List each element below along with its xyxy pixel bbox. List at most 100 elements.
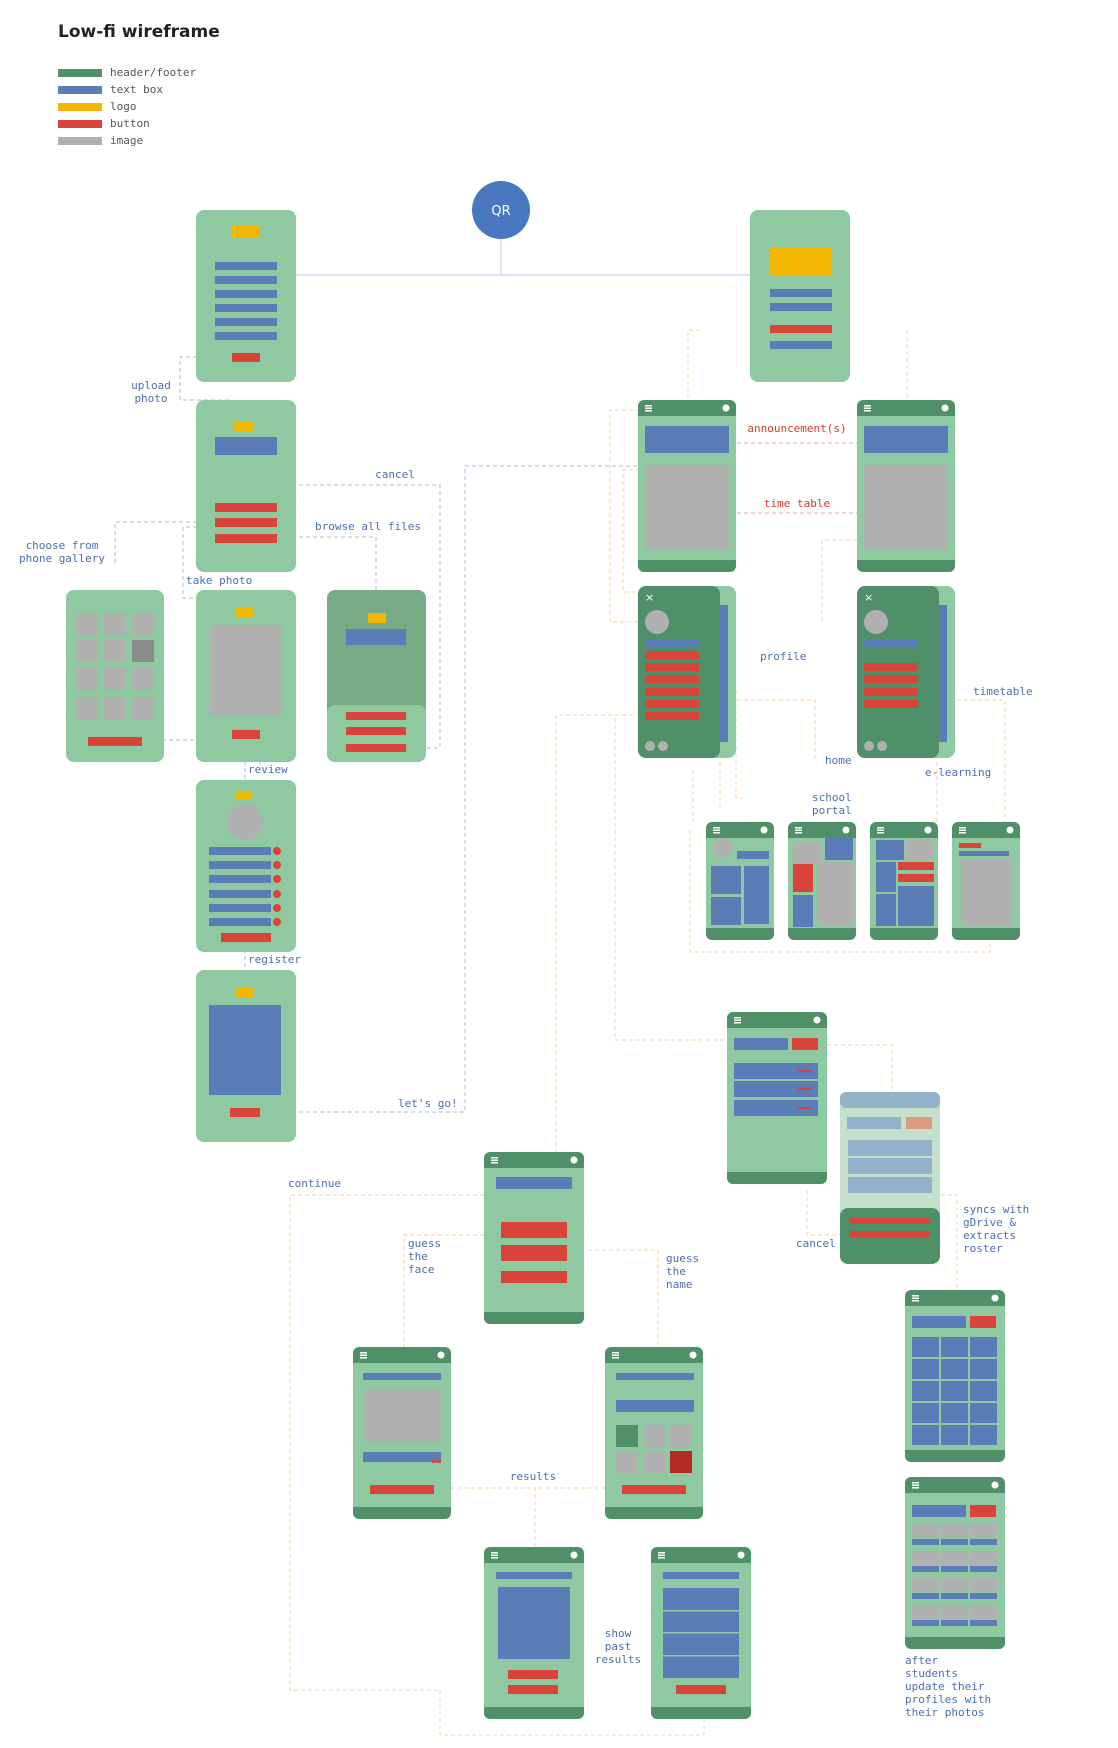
image-thumb bbox=[76, 697, 98, 719]
text-box bbox=[770, 303, 832, 311]
connector-line bbox=[806, 1190, 840, 1236]
text-box bbox=[209, 1005, 281, 1095]
text-box bbox=[711, 866, 741, 894]
flow-label-line: time table bbox=[764, 497, 830, 510]
announcement-box bbox=[645, 426, 729, 453]
grid-cell bbox=[912, 1605, 939, 1619]
menu-icon bbox=[491, 1552, 498, 1554]
image-thumb bbox=[104, 640, 126, 662]
button bbox=[346, 744, 406, 752]
header-bar bbox=[905, 1485, 1005, 1493]
screen-home bbox=[788, 822, 856, 940]
avatar bbox=[864, 610, 888, 634]
grid-cell bbox=[941, 1566, 968, 1572]
grid-cell bbox=[941, 1578, 968, 1592]
flow-label-timetable: timetable bbox=[973, 685, 1033, 698]
grid-cell bbox=[941, 1381, 968, 1401]
connector-line bbox=[588, 1249, 659, 1347]
flow-label-line: browse all files bbox=[315, 520, 421, 533]
logo bbox=[236, 792, 252, 800]
status-dot bbox=[273, 847, 281, 855]
grid-cell bbox=[970, 1403, 997, 1423]
text-box bbox=[744, 866, 769, 924]
menu-icon bbox=[713, 827, 720, 829]
list-row bbox=[734, 1081, 818, 1097]
button bbox=[508, 1685, 558, 1694]
text-box bbox=[363, 1373, 441, 1380]
icon bbox=[658, 741, 668, 751]
menu-icon bbox=[864, 405, 871, 407]
connector-line bbox=[403, 1234, 484, 1350]
flow-label-line: results bbox=[510, 1470, 556, 1483]
flow-label-home: home bbox=[825, 754, 852, 767]
header-bar bbox=[353, 1355, 451, 1363]
text-box bbox=[770, 289, 832, 297]
menu-icon bbox=[795, 832, 802, 834]
grid-cell bbox=[941, 1551, 968, 1565]
menu-item bbox=[864, 700, 918, 708]
qr-label: QR bbox=[491, 204, 510, 219]
header-bar bbox=[952, 830, 1020, 838]
menu-icon bbox=[491, 1162, 498, 1164]
flow-label-register: register bbox=[248, 953, 301, 966]
button bbox=[970, 1316, 996, 1328]
button bbox=[232, 730, 260, 739]
grid-cell bbox=[941, 1403, 968, 1423]
flow-label-results: results bbox=[510, 1470, 556, 1483]
image bbox=[817, 862, 853, 926]
legend-swatch bbox=[58, 68, 102, 77]
menu-icon bbox=[658, 1557, 665, 1559]
grid-cell bbox=[912, 1425, 939, 1445]
menu-icon bbox=[734, 1019, 741, 1021]
text-box bbox=[876, 894, 896, 926]
legend-swatch bbox=[58, 119, 102, 128]
button bbox=[221, 933, 271, 942]
grid-cell bbox=[912, 1403, 939, 1423]
menu-icon bbox=[959, 827, 966, 829]
text-box bbox=[793, 895, 813, 927]
connector-line bbox=[821, 539, 857, 622]
close-icon: × bbox=[864, 591, 873, 604]
profile-icon bbox=[570, 1551, 578, 1559]
screen-e-learning bbox=[952, 822, 1020, 940]
footer-bar bbox=[788, 928, 856, 934]
menu-icon bbox=[877, 832, 884, 834]
image-thumb bbox=[104, 697, 126, 719]
connector-line bbox=[734, 660, 816, 760]
legend-label: text box bbox=[110, 83, 163, 96]
connector-line bbox=[292, 536, 377, 590]
connector-line bbox=[609, 409, 640, 623]
screen-roster-photos bbox=[905, 1477, 1005, 1649]
connector-line bbox=[622, 469, 640, 593]
flow-label-line: profile bbox=[760, 650, 806, 663]
footer-bar bbox=[905, 1450, 1005, 1456]
grid-cell bbox=[912, 1578, 939, 1592]
button bbox=[370, 1485, 434, 1494]
text-box bbox=[215, 304, 277, 312]
legend-label: logo bbox=[110, 100, 137, 113]
timetable-image bbox=[864, 465, 948, 550]
header-bar bbox=[484, 1160, 584, 1168]
avatar bbox=[713, 838, 733, 858]
menu-icon bbox=[912, 1487, 919, 1489]
menu-icon bbox=[864, 410, 871, 412]
legend: header/footer text box logo button image bbox=[58, 64, 196, 149]
grid-cell bbox=[912, 1359, 939, 1379]
menu-icon bbox=[877, 827, 884, 829]
header-bar bbox=[651, 1555, 751, 1563]
image bbox=[363, 1390, 441, 1442]
grid-cell bbox=[912, 1539, 939, 1545]
connector-line bbox=[820, 1044, 893, 1092]
status-dot bbox=[273, 875, 281, 883]
menu-icon bbox=[912, 1300, 919, 1302]
menu-item bbox=[645, 700, 699, 708]
menu-icon bbox=[645, 405, 652, 407]
flow-label-line: extracts bbox=[963, 1229, 1016, 1242]
flow-label-line: after bbox=[905, 1654, 938, 1667]
grid-cell bbox=[970, 1337, 997, 1357]
menu-item bbox=[864, 688, 918, 696]
